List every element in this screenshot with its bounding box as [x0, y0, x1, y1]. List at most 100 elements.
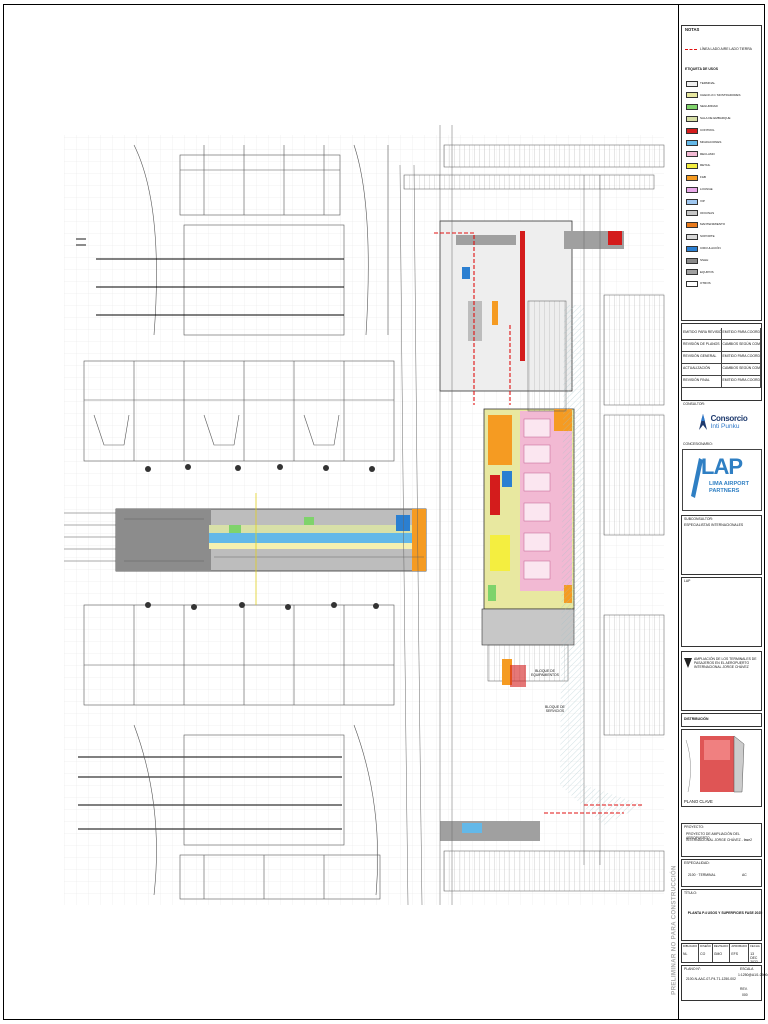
metadata-value: 13 DEC 2022	[750, 952, 758, 965]
metadata-value: GMO	[713, 952, 722, 957]
project-panel: PROYECTO: PROYECTO DE AMPLIACIÓN DEL AER…	[681, 823, 762, 857]
legend-label: CONTROL	[700, 127, 715, 132]
legend-swatch	[686, 80, 698, 87]
discipline-area: AC	[742, 873, 747, 877]
revision-cell: ACTUALIZACIÓN	[682, 364, 722, 375]
discipline-label: ESPECIALIDAD:	[684, 861, 710, 865]
legend-row: MIGRACIONES	[686, 139, 721, 146]
notes-panel: NOTAS LÍNEA LADO AIRE LADO TIERRA ETIQUE…	[681, 25, 762, 321]
section-header-panel: DISTRIBUCIÓN	[681, 713, 762, 727]
legend-row: SEGURIDAD	[686, 104, 718, 111]
legend-row: OTROS	[686, 281, 711, 288]
legend-swatch	[686, 281, 698, 288]
subconsultant-name: ESPECIALISTAS INTERNACIONALES	[684, 523, 744, 527]
legend-row: TERMINAL	[686, 80, 715, 87]
legend-row: CONTROL	[686, 127, 715, 134]
legend-row: CHECK-IN / MOSTRADORES	[686, 92, 741, 99]
revision-cell: REVISIÓN DE PLANOS	[682, 340, 722, 351]
lap-logo: LAP LIMA AIRPORT PARTNERS	[682, 449, 762, 511]
project-note: AMPLIACIÓN DE LOS TERMINALES DE PASAJERO…	[694, 657, 757, 669]
legend-label: MANTENIMIENTO	[700, 222, 726, 227]
metadata-cell: DIBUJADO NL	[682, 944, 700, 962]
legend-row: VIP	[686, 198, 705, 205]
legend-label: EQUIPOS	[700, 269, 714, 274]
lap-plane-icon	[691, 458, 703, 498]
notes-heading: NOTAS	[685, 27, 700, 32]
right-parking	[527, 294, 665, 736]
key-plan: PLANO CLAVE	[681, 729, 762, 807]
project-label: PROYECTO:	[684, 825, 704, 829]
legend-swatch	[686, 257, 698, 264]
legend-swatch	[686, 92, 698, 99]
legend-swatch	[686, 269, 698, 276]
legend-row: SSHH	[686, 257, 708, 264]
revision-value: 000	[742, 993, 748, 997]
scale-label: ESCALA	[740, 967, 754, 971]
legend-swatch	[686, 104, 698, 111]
metadata-key: DIBUJADO	[683, 944, 698, 948]
drawing-code: 2100-N-AAC-07-P4-T1-1250-002	[686, 977, 736, 981]
lap-sub-1: LIMA AIRPORT	[709, 481, 749, 487]
scale-value: 1:1250@A1/1:2500@A3	[738, 973, 768, 977]
project-title-2: INTERNACIONAL JORGE CHÁVEZ - fase2	[686, 838, 753, 842]
legend-row: RECLAMO	[686, 151, 715, 158]
legend-row: RETAIL	[686, 163, 710, 170]
legend-label: CHECK-IN / MOSTRADORES	[700, 92, 741, 97]
client-label: CONCESIONARIO:	[683, 442, 713, 446]
legend-row: LOUNGE	[686, 186, 713, 193]
north-arrow-icon	[684, 658, 692, 668]
legend-swatch	[686, 139, 698, 146]
legend-row: EQUIPOS	[686, 269, 714, 276]
metadata-value: NL	[683, 952, 688, 957]
airside-line-label: LÍNEA LADO AIRE LADO TIERRA	[700, 47, 752, 51]
floor-plan-drawing	[64, 125, 665, 906]
revision-cell: EMITIDO PARA COORDINACIÓN	[722, 376, 761, 387]
legend-swatch	[686, 233, 698, 240]
legend-label: SEGURIDAD	[700, 104, 718, 109]
metadata-cell: DISEÑO CO	[699, 944, 713, 962]
revision-label: REV.	[740, 987, 748, 991]
legend-label: SOPORTE	[700, 234, 715, 239]
legend-swatch	[686, 127, 698, 134]
discipline-panel: ESPECIALIDAD: 2100 · TERMINAL AC	[681, 859, 762, 887]
metadata-key: APROBADO	[731, 944, 748, 948]
pier-concourse	[115, 508, 427, 572]
pier-lower-stands	[83, 604, 395, 706]
legend-label: RECLAMO	[700, 151, 715, 156]
drawing-title-panel: TÍTULO: PLANTA P.4 USOS Y SUPERFICIES FA…	[681, 889, 762, 941]
discipline-value: 2100 · TERMINAL	[688, 873, 716, 877]
legend-swatch	[686, 115, 698, 122]
legend-label: MIGRACIONES	[700, 139, 722, 144]
project-title-1: PROYECTO DE AMPLIACIÓN DEL AEROPUERTO	[686, 832, 740, 840]
legend-row: CIRCULACIÓN	[686, 245, 721, 252]
legend-label: TERMINAL	[700, 80, 716, 85]
revision-cell: EMITIDO PARA COORDINACIÓN	[722, 328, 761, 339]
project-note-panel: AMPLIACIÓN DE LOS TERMINALES DE PASAJERO…	[681, 651, 762, 711]
legend-swatch	[686, 245, 698, 252]
consultant-name-1: Consorcio	[710, 413, 748, 423]
section-header: DISTRIBUCIÓN	[684, 717, 709, 721]
top-gates	[133, 144, 389, 336]
subconsultant-label: SUBCONSULTOR:	[684, 517, 713, 521]
consultant-logo: Consorcio Inti Punku	[682, 405, 762, 439]
key-plan-drawing	[685, 735, 745, 793]
metadata-value: CO	[700, 952, 706, 957]
consultant-mark-icon	[697, 414, 709, 430]
legend-swatch	[686, 198, 698, 205]
drawing-title: PLANTA P.4 USOS Y SUPERFICIES FASE 2025	[687, 911, 763, 915]
top-parking	[403, 144, 665, 190]
revision-cell: CAMBIOS SEGÚN COMENTARIOS	[722, 364, 761, 375]
revision-cell: EMITIDO PARA REVISIÓN	[682, 328, 722, 339]
metadata-key: DISEÑO	[700, 944, 711, 948]
